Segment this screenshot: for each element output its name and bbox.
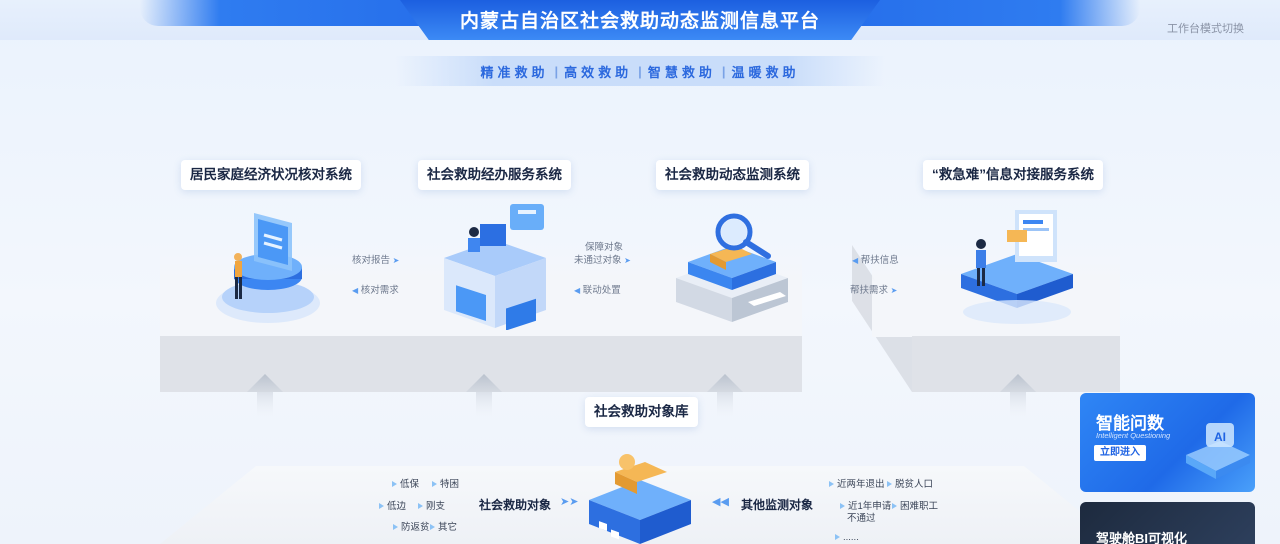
connector-text: 联动处置 (582, 285, 621, 296)
tag-text: 其它 (438, 522, 458, 533)
connector-text: 帮扶信息 (860, 255, 899, 266)
tag-applied-last-year: 近1年申请 (840, 498, 891, 512)
connector-text: 帮扶需求 (850, 285, 889, 296)
tag-text: 近两年退出 (837, 479, 885, 490)
arrow-right-icon: ➤ (392, 256, 400, 265)
tag-dibian: 低边 (379, 498, 406, 512)
tag-bullet-icon (432, 481, 437, 488)
slogan-item: 温暖救助 (731, 64, 800, 80)
tag-dibao: 低保 (392, 476, 419, 490)
connector-linked-handling: ◀ 联动处置 (574, 284, 621, 297)
docking-system-illustration[interactable] (955, 204, 1079, 328)
tag-tekun: 特困 (432, 476, 459, 490)
tag-fangfanpin: 防返贫 (393, 519, 430, 533)
up-arrow-icon (466, 374, 502, 418)
service-system-illustration[interactable] (440, 200, 550, 330)
database-illustration[interactable] (585, 440, 695, 544)
assistance-objects-label: 社会救助对象 (479, 498, 552, 512)
verification-system-illustration[interactable] (208, 205, 328, 325)
up-arrow-icon (707, 374, 743, 418)
ai-device-icon: AI (1186, 423, 1250, 479)
tag-not-passed: 不通过 (847, 513, 876, 524)
tag-bullet-icon (835, 534, 840, 541)
tag-poverty-alleviated: 脱贫人口 (887, 476, 933, 490)
tag-qita: 其它 (430, 519, 457, 533)
smart-query-card[interactable]: 智能问数 Intelligent Questioning 立即进入 AI (1080, 393, 1255, 492)
up-arrow-icon (247, 374, 283, 418)
arrow-left-icon: ◀ (852, 256, 859, 265)
bi-cockpit-title: 驾驶舱BI可视化 (1096, 531, 1188, 544)
tag-bullet-icon (829, 481, 834, 488)
tag-text: 低边 (387, 501, 407, 512)
tag-bullet-icon (392, 481, 397, 488)
tag-text: 近1年申请 (848, 501, 892, 512)
system-label-assistance-service[interactable]: 社会救助经办服务系统 (418, 160, 571, 190)
tag-more: ...... (835, 532, 859, 543)
slogan-item: 高效救助 (564, 64, 633, 80)
ai-badge-text: AI (1214, 430, 1226, 444)
slogan-bar: 精准救助 | 高效救助 | 智慧救助 | 温暖救助 (395, 56, 885, 86)
tag-bullet-icon (418, 503, 423, 510)
header-title-plate (400, 0, 880, 40)
connector-rejected-objects: 未通过对象 ➤ (574, 254, 631, 267)
app-title: 内蒙古自治区社会救助动态监测信息平台 (459, 11, 820, 32)
tag-needy-workers: 困难职工 (892, 498, 938, 512)
connector-text: 核对需求 (360, 285, 399, 296)
tag-text: ...... (843, 532, 859, 543)
double-arrow-left-icon: ◀◀ (712, 496, 729, 508)
workbench-mode-switch-link[interactable]: 工作台模式切换 (1167, 23, 1244, 35)
connector-verification-report: 核对报告 ➤ (352, 254, 399, 267)
connector-support-demand: 帮扶需求 ➤ (850, 284, 897, 297)
tag-bullet-icon (379, 503, 384, 510)
system-label-emergency-docking[interactable]: “救急难”信息对接服务系统 (923, 160, 1103, 190)
connector-protected-objects: 保障对象 (585, 242, 624, 253)
arrow-left-icon: ◀ (574, 286, 581, 295)
arrow-left-icon: ◀ (352, 286, 359, 295)
double-arrow-right-icon: ➤➤ (560, 496, 579, 508)
tag-exited-two-years: 近两年退出 (829, 476, 885, 490)
connector-text: 未通过对象 (574, 255, 622, 266)
tag-text: 低保 (400, 479, 420, 490)
monitoring-system-illustration[interactable] (672, 210, 792, 328)
connector-text: 核对报告 (352, 255, 391, 266)
tag-text: 特困 (440, 479, 460, 490)
tag-bullet-icon (887, 481, 892, 488)
tag-gangzhi: 刚支 (418, 498, 445, 512)
arrow-right-icon: ➤ (890, 286, 898, 295)
tag-text: 脱贫人口 (895, 479, 934, 490)
tag-bullet-icon (430, 524, 435, 531)
tag-bullet-icon (840, 503, 845, 510)
tag-bullet-icon (393, 524, 398, 531)
tag-text: 刚支 (426, 501, 446, 512)
smart-query-subtitle: Intelligent Questioning (1096, 431, 1171, 440)
slogan-separator: | (721, 63, 726, 79)
slogan-item: 智慧救助 (647, 64, 716, 80)
tag-text: 困难职工 (900, 501, 939, 512)
arrow-right-icon: ➤ (624, 256, 631, 265)
connector-support-info: ◀ 帮扶信息 (852, 254, 899, 267)
slogan-separator: | (554, 63, 559, 79)
system-label-household-verification[interactable]: 居民家庭经济状况核对系统 (181, 160, 361, 190)
slogan-item: 精准救助 (480, 64, 549, 80)
connector-verification-demand: ◀ 核对需求 (352, 284, 399, 297)
tag-bullet-icon (892, 503, 897, 510)
system-label-dynamic-monitoring[interactable]: 社会救助动态监测系统 (656, 160, 809, 190)
up-arrow-icon (1000, 374, 1036, 418)
enter-now-button[interactable]: 立即进入 (1094, 445, 1146, 461)
database-label[interactable]: 社会救助对象库 (585, 397, 698, 427)
bi-cockpit-card[interactable]: 驾驶舱BI可视化 (1080, 502, 1255, 544)
slogan-separator: | (638, 63, 642, 79)
other-monitoring-objects-label: 其他监测对象 (741, 498, 814, 512)
smart-query-title: 智能问数 (1096, 414, 1164, 433)
tag-text: 防返贫 (401, 522, 430, 533)
